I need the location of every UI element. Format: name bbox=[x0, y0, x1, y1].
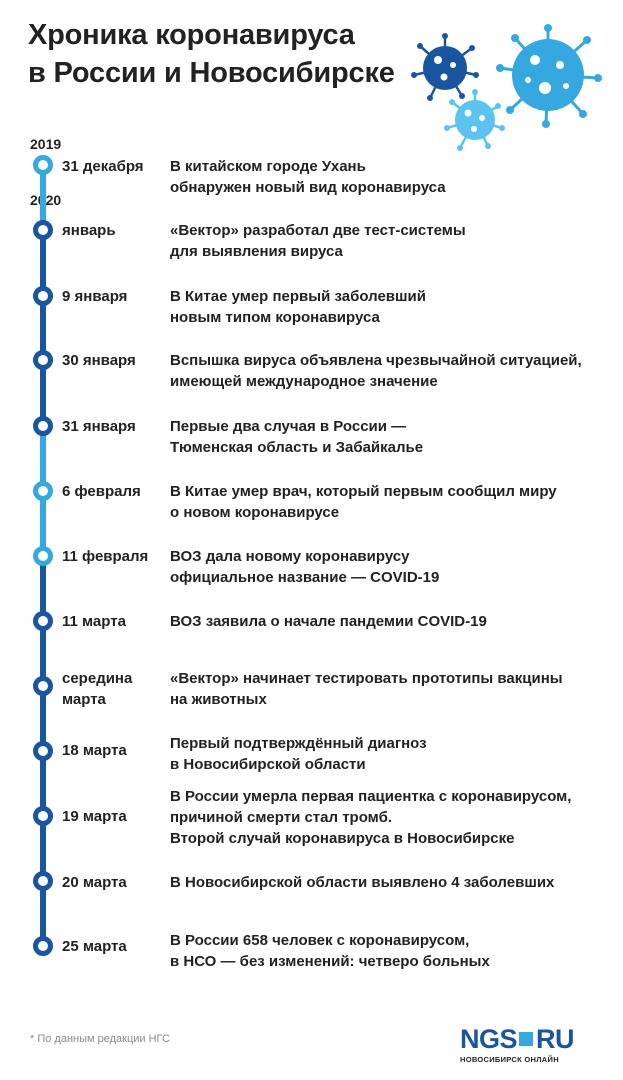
timeline-rail-segment bbox=[40, 165, 46, 230]
event-date: 30 января bbox=[62, 352, 136, 369]
timeline-rail-segment bbox=[40, 621, 46, 686]
page-title: Хроника коронавируса в России и Новосиби… bbox=[28, 16, 395, 92]
event-date: 31 января bbox=[62, 418, 136, 435]
event-date: 20 марта bbox=[62, 874, 127, 891]
timeline-marker-icon bbox=[33, 546, 53, 566]
timeline-rail-segment bbox=[40, 881, 46, 946]
timeline-marker-icon bbox=[33, 806, 53, 826]
event-description: В Китае умер врач, который первым сообщи… bbox=[170, 483, 557, 521]
timeline-marker-icon bbox=[33, 936, 53, 956]
timeline-rail-segment bbox=[40, 751, 46, 816]
logo-ngs-text: NGS bbox=[460, 1024, 518, 1054]
ngs-logo: NGS RU НОВОСИБИРСК ОНЛАЙН bbox=[460, 1024, 600, 1064]
timeline-rail-segment bbox=[40, 296, 46, 360]
event-date: 25 марта bbox=[62, 938, 127, 955]
logo-subtitle: НОВОСИБИРСК ОНЛАЙН bbox=[460, 1055, 559, 1064]
timeline-marker-icon bbox=[33, 220, 53, 240]
event-date: 6 февраля bbox=[62, 483, 141, 500]
event-date: 18 марта bbox=[62, 742, 127, 759]
timeline-rail-segment bbox=[40, 491, 46, 556]
event-date: 31 декабря bbox=[62, 158, 144, 175]
timeline-marker-icon bbox=[33, 676, 53, 696]
event-date: 11 марта bbox=[62, 613, 126, 630]
timeline-marker-icon bbox=[33, 611, 53, 631]
timeline-rail-segment bbox=[40, 816, 46, 881]
timeline-marker-icon bbox=[33, 155, 53, 175]
event-description: В России 658 человек с коронавирусом,в Н… bbox=[170, 932, 490, 970]
logo-ru-text: RU bbox=[536, 1024, 575, 1054]
event-description: «Вектор» начинает тестировать прототипы … bbox=[170, 670, 563, 708]
event-description: ВОЗ заявила о начале пандемии COVID-19 bbox=[170, 613, 487, 630]
title-line-2: в России и Новосибирске bbox=[28, 57, 395, 89]
footnote: * По данным редакции НГС bbox=[30, 1033, 170, 1045]
event-date: 19 марта bbox=[62, 808, 127, 825]
timeline-marker-icon bbox=[33, 416, 53, 436]
timeline-rail-segment bbox=[40, 426, 46, 491]
event-date: 11 февраля bbox=[62, 548, 149, 565]
virus-illustration-icon bbox=[411, 24, 602, 151]
event-date: январь bbox=[62, 222, 116, 239]
logo-square-icon bbox=[519, 1032, 534, 1046]
timeline-rail-segment bbox=[40, 686, 46, 751]
year-2019: 2019 bbox=[30, 136, 62, 152]
event-description: Первые два случая в России —Тюменская об… bbox=[170, 418, 424, 456]
title-line-1: Хроника коронавируса bbox=[28, 19, 355, 51]
timeline-rail-segment bbox=[40, 230, 46, 296]
event-description: В Новосибирской области выявлено 4 забол… bbox=[170, 874, 555, 891]
timeline-marker-icon bbox=[33, 286, 53, 306]
event-date: 9 января bbox=[62, 288, 128, 305]
event-description: Вспышка вируса объявлена чрезвычайной си… bbox=[170, 352, 582, 390]
event-description: В России умерла первая пациентка с корон… bbox=[170, 788, 572, 847]
timeline-marker-icon bbox=[33, 481, 53, 501]
timeline-marker-icon bbox=[33, 871, 53, 891]
timeline-rail-segment bbox=[40, 556, 46, 621]
timeline-marker-icon bbox=[33, 350, 53, 370]
timeline-marker-icon bbox=[33, 741, 53, 761]
timeline-rail-segment bbox=[40, 360, 46, 426]
